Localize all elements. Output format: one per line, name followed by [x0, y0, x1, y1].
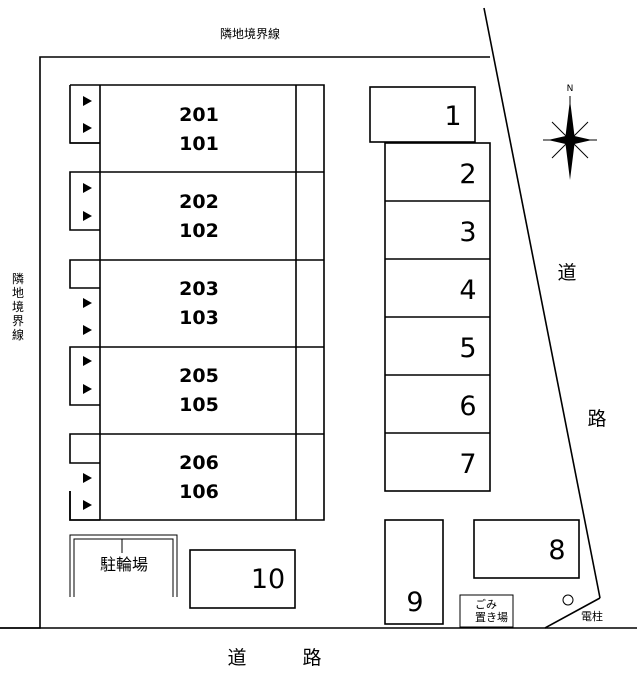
unit-label-102: 102: [179, 220, 219, 242]
neighbor-left-char-5: 線: [12, 327, 24, 342]
parking-column: [384, 142, 491, 492]
unit-201-101: 201 101: [179, 104, 219, 155]
neighbor-boundary-left-label: 隣 地 境 界 線: [12, 271, 24, 342]
road-bottom-char-2: 路: [302, 647, 321, 669]
parking-space-9: 9: [384, 519, 444, 625]
unit-203-103: 203 103: [179, 278, 219, 329]
unit-label-205: 205: [179, 365, 219, 387]
parking-label-8: 8: [548, 535, 565, 566]
apartment-building: [69, 84, 325, 521]
compass-north-label: N: [567, 84, 574, 94]
road-right-char-2: 路: [587, 408, 606, 430]
parking-label-10: 10: [251, 564, 285, 595]
neighbor-left-char-1: 隣: [12, 271, 24, 286]
neighbor-left-char-4: 界: [12, 314, 24, 328]
parking-label-1: 1: [444, 101, 461, 132]
unit-label-106: 106: [179, 481, 219, 503]
bicycle-parking-label: 駐輪場: [100, 555, 148, 574]
entrance-arrows: [83, 96, 92, 510]
neighbor-left-char-2: 地: [12, 286, 24, 300]
unit-label-201: 201: [179, 104, 219, 126]
parking-label-3: 3: [459, 217, 476, 248]
unit-label-105: 105: [179, 394, 219, 416]
road-bottom-char-1: 道: [227, 647, 246, 669]
road-edge-right: [483, 7, 601, 599]
neighbor-left-char-3: 境: [12, 299, 24, 314]
bicycle-parking: 駐輪場: [69, 534, 178, 597]
parking-label-9: 9: [406, 587, 423, 618]
unit-label-203: 203: [179, 278, 219, 300]
unit-label-202: 202: [179, 191, 219, 213]
garbage-label-line2: 置き場: [475, 611, 508, 624]
road-edge-bottom: [0, 597, 601, 629]
unit-202-102: 202 102: [179, 191, 219, 242]
garbage-area: ごみ 置き場: [459, 594, 514, 628]
unit-label-103: 103: [179, 307, 219, 329]
unit-label-101: 101: [179, 133, 219, 155]
road-right-char-1: 道: [557, 262, 576, 284]
parking-label-5: 5: [459, 333, 476, 364]
parking-space-10: 10: [189, 549, 296, 609]
unit-205-105: 205 105: [179, 365, 219, 416]
parking-label-6: 6: [459, 391, 476, 422]
parking-space-8: 8: [473, 519, 580, 579]
neighbor-boundary-top-label: 隣地境界線: [220, 26, 280, 41]
garbage-label-line1: ごみ: [475, 597, 497, 611]
unit-label-206: 206: [179, 452, 219, 474]
parking-label-4: 4: [459, 275, 476, 306]
compass-icon: N: [543, 84, 597, 180]
utility-pole: 電柱: [562, 594, 603, 623]
parking-label-7: 7: [459, 449, 476, 480]
utility-pole-label: 電柱: [581, 609, 603, 623]
unit-206-106: 206 106: [179, 452, 219, 503]
parking-space-1: 1: [369, 86, 476, 143]
parking-label-2: 2: [459, 159, 476, 190]
